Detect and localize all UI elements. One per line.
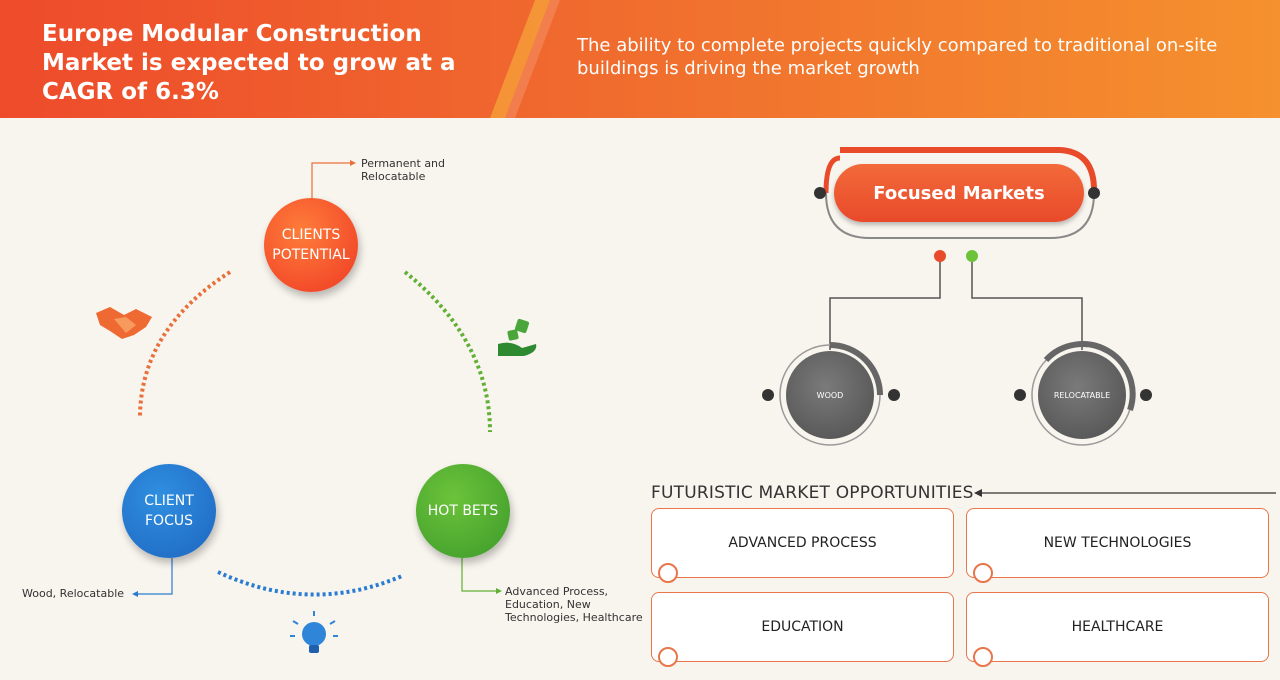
opportunity-box: ADVANCED PROCESS xyxy=(651,508,954,583)
lightbulb-icon xyxy=(290,611,338,653)
page-subtitle: The ability to complete projects quickly… xyxy=(577,35,1218,79)
handshake-icon xyxy=(96,307,152,339)
node-client-focus: CLIENT FOCUS xyxy=(122,464,216,558)
header-divider xyxy=(490,0,560,118)
money-dice-icon xyxy=(498,318,537,356)
opportunity-box: NEW TECHNOLOGIES xyxy=(966,508,1269,583)
label-permanent-relocatable: Permanent and Relocatable xyxy=(361,157,446,183)
opportunities-title: FUTURISTIC MARKET OPPORTUNITIES xyxy=(651,483,974,503)
label-hot-bets-detail: Advanced Process, Education, New Technol… xyxy=(505,585,643,624)
node-hot-bets: HOT BETS xyxy=(416,464,510,558)
arc-green xyxy=(403,270,492,433)
box-dot xyxy=(658,563,678,583)
box-dot xyxy=(658,647,678,667)
connector-potential xyxy=(311,162,352,198)
label-wood-relocatable: Wood, Relocatable xyxy=(22,587,125,600)
node-relocatable: RELOCATABLE xyxy=(1038,351,1126,439)
arc-blue xyxy=(217,570,403,597)
node-clients-potential: CLIENTS POTENTIAL xyxy=(264,198,358,292)
arc-orange xyxy=(138,270,232,419)
box-dot xyxy=(973,563,993,583)
opportunity-box: HEALTHCARE xyxy=(966,592,1269,667)
dot-red xyxy=(934,250,946,262)
focused-frame-arc xyxy=(823,155,841,194)
connector-focus xyxy=(136,558,173,595)
dot-green xyxy=(966,250,978,262)
opportunity-box: EDUCATION xyxy=(651,592,954,667)
node-wood: WOOD xyxy=(786,351,874,439)
page-title: Europe Modular Construction Market is ex… xyxy=(42,21,456,105)
box-dot xyxy=(973,647,993,667)
focused-markets-title: Focused Markets xyxy=(834,164,1084,222)
header-banner: Europe Modular Construction Market is ex… xyxy=(0,0,1280,118)
connector-hot xyxy=(461,558,498,592)
